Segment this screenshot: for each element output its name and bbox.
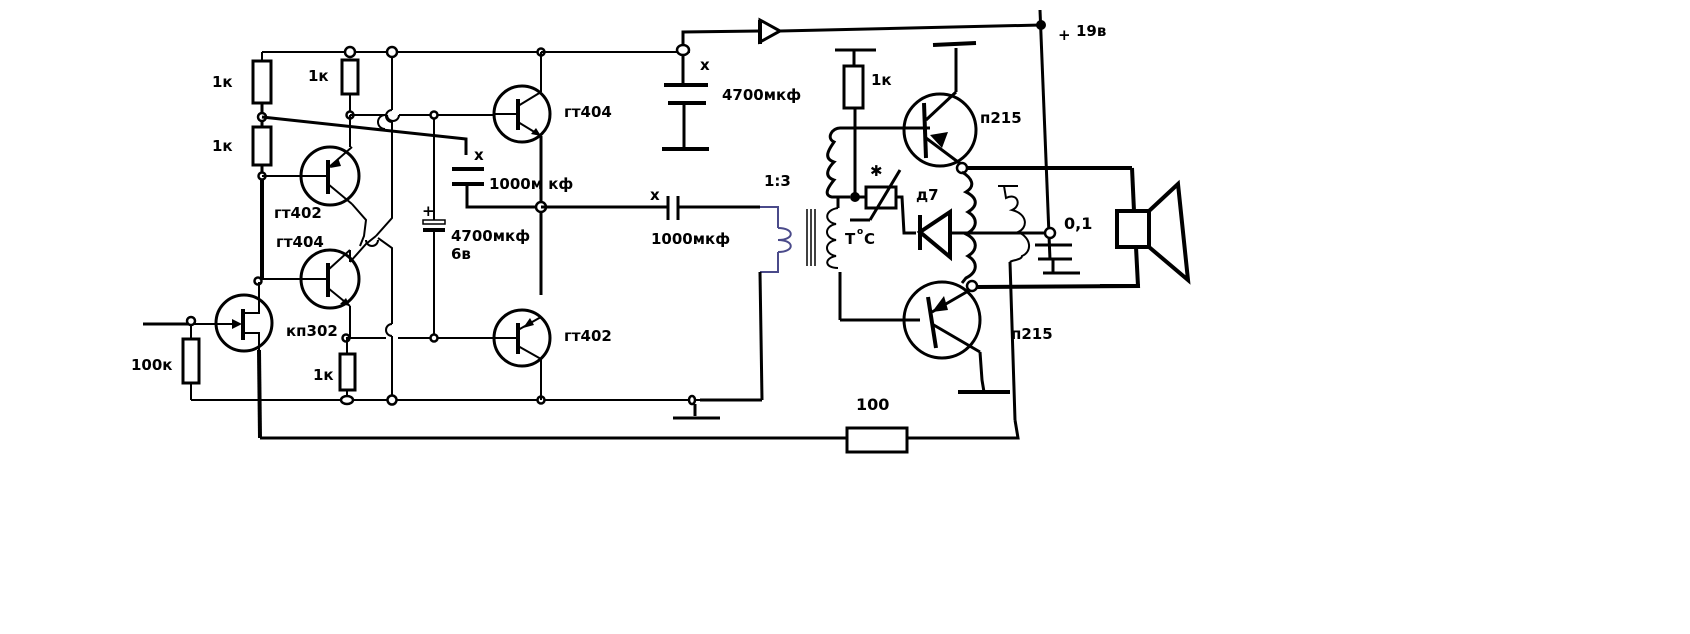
transistor-q6	[902, 41, 978, 168]
junction	[429, 333, 439, 343]
resistor-r2-label: 1к	[212, 137, 233, 155]
thermistor-label-t: T	[845, 230, 856, 248]
capacitor-c5-label: 0,1	[1064, 214, 1092, 233]
resistor-r3	[340, 58, 360, 114]
capacitor-c3	[541, 51, 709, 151]
resistor-r1-label: 1к	[212, 73, 233, 91]
resistor-r7	[260, 419, 1020, 454]
resistor-r1	[251, 59, 273, 116]
capacitor-c4	[541, 196, 760, 220]
transistor-q4-label: гт404	[564, 103, 612, 121]
cross-mark: x	[650, 186, 660, 204]
resistor-r4	[835, 48, 876, 197]
transistor-q3	[190, 282, 274, 353]
junction	[385, 45, 399, 59]
transistor-q7-label: п215	[1011, 325, 1053, 343]
top-rail-wire	[261, 51, 690, 60]
junction	[339, 394, 355, 406]
speaker	[1100, 167, 1191, 288]
ground-symbol	[673, 404, 720, 420]
junction	[1043, 226, 1057, 240]
junction	[386, 394, 398, 406]
capacitor-c1-label: 1000м кф	[489, 175, 573, 193]
thermistor-label-c: C	[864, 230, 875, 248]
transistor-q7	[902, 280, 1010, 394]
cross-mark: x	[700, 56, 710, 74]
resistor-r3-label: 1к	[308, 67, 329, 85]
capacitor-c2-polarity: +	[422, 202, 435, 220]
transistor-q2	[262, 248, 361, 338]
transistor-q1-label: гт402	[274, 204, 322, 222]
supply-vertical-wire	[1038, 9, 1052, 261]
supply-plus: +	[1058, 26, 1071, 44]
diode-supply	[681, 17, 1042, 45]
transistor-q6-label: п215	[980, 109, 1022, 127]
junction	[429, 110, 439, 120]
feedback-wire	[261, 115, 468, 155]
resistor-r4-label: 1к	[871, 71, 892, 89]
resistor-r6	[338, 338, 357, 398]
resistor-r7-label: 100	[856, 395, 889, 414]
capacitor-c5	[1035, 243, 1080, 275]
cross-mark: x	[474, 146, 484, 164]
resistor-r5	[181, 325, 201, 400]
resistor-r2	[251, 121, 273, 175]
capacitor-c2	[422, 118, 446, 338]
junction	[343, 45, 357, 59]
supply-terminal[interactable]	[1036, 20, 1046, 30]
star-mark: ✱	[870, 162, 883, 180]
diode-d7	[916, 208, 975, 262]
capacitor-c4-label: 1000мкф	[651, 230, 730, 248]
junction	[687, 394, 697, 406]
thermistor-label-deg: o	[857, 227, 863, 237]
supply-voltage: 19в	[1076, 22, 1106, 40]
input-terminal	[185, 315, 197, 327]
transformer	[700, 126, 930, 402]
capacitor-c3-label: 4700мкф	[722, 86, 801, 104]
resistor-r6-label: 1к	[313, 366, 334, 384]
resistor-r5-label: 100к	[131, 356, 173, 374]
junction	[675, 43, 691, 57]
transistor-q5	[492, 308, 552, 400]
transistor-q4	[492, 52, 552, 144]
transistor-q3-label: кп302	[286, 322, 338, 340]
transistor-q1	[262, 115, 361, 207]
capacitor-c1	[452, 167, 540, 209]
transformer-ratio: 1:3	[764, 172, 791, 190]
diode-d7-label: д7	[916, 186, 939, 204]
transistor-q5-label: гт402	[564, 327, 612, 345]
capacitor-c2-voltage: 6в	[451, 245, 471, 263]
transistor-q2-label: гт404	[276, 233, 324, 251]
thermistor	[850, 169, 916, 235]
junction	[955, 161, 969, 175]
capacitor-c2-label: 4700мкф	[451, 227, 530, 245]
